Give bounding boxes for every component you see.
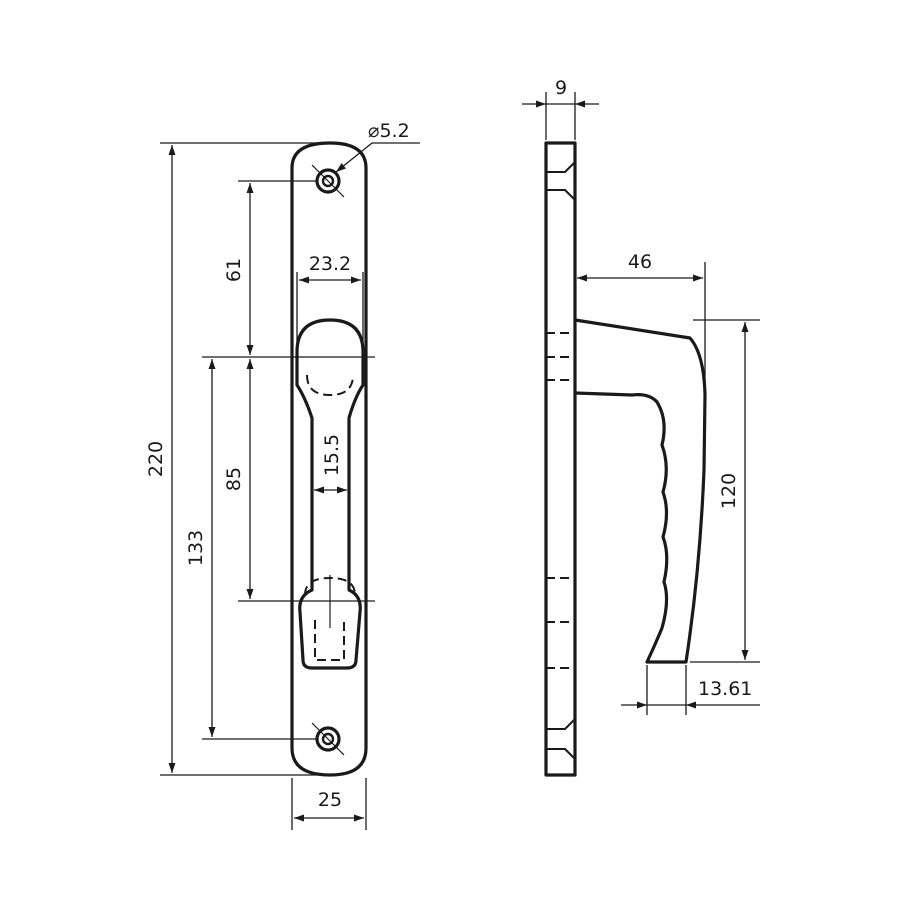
dim-text-220: 220 bbox=[145, 441, 167, 477]
dim-text-133: 133 bbox=[185, 530, 207, 566]
spindle-hidden-outline bbox=[306, 374, 354, 397]
dim-text-13-61: 13.61 bbox=[698, 678, 752, 700]
tip-hidden-outline bbox=[314, 620, 345, 661]
dim-text-46: 46 bbox=[628, 251, 652, 273]
back-plate-outline bbox=[290, 141, 368, 777]
front-view: 220 133 85 61 23.2 15.5 25 ⌀5.2 bbox=[145, 120, 420, 830]
leader-hole-diameter bbox=[335, 142, 373, 173]
handle-side-outline bbox=[573, 318, 707, 664]
plate-side-outline bbox=[544, 141, 577, 777]
dim-text-15-5: 15.5 bbox=[321, 434, 343, 476]
dim-text-hole-diameter: ⌀5.2 bbox=[368, 120, 410, 142]
dim-text-9: 9 bbox=[555, 77, 567, 99]
dim-text-61: 61 bbox=[223, 258, 245, 282]
side-view: 9 46 120 13.61 bbox=[522, 77, 760, 777]
dim-text-120: 120 bbox=[718, 473, 740, 509]
dim-text-23-2: 23.2 bbox=[309, 253, 351, 275]
handle-front-outline bbox=[295, 318, 365, 670]
dim-text-85: 85 bbox=[223, 467, 245, 491]
dim-text-25: 25 bbox=[318, 789, 342, 811]
